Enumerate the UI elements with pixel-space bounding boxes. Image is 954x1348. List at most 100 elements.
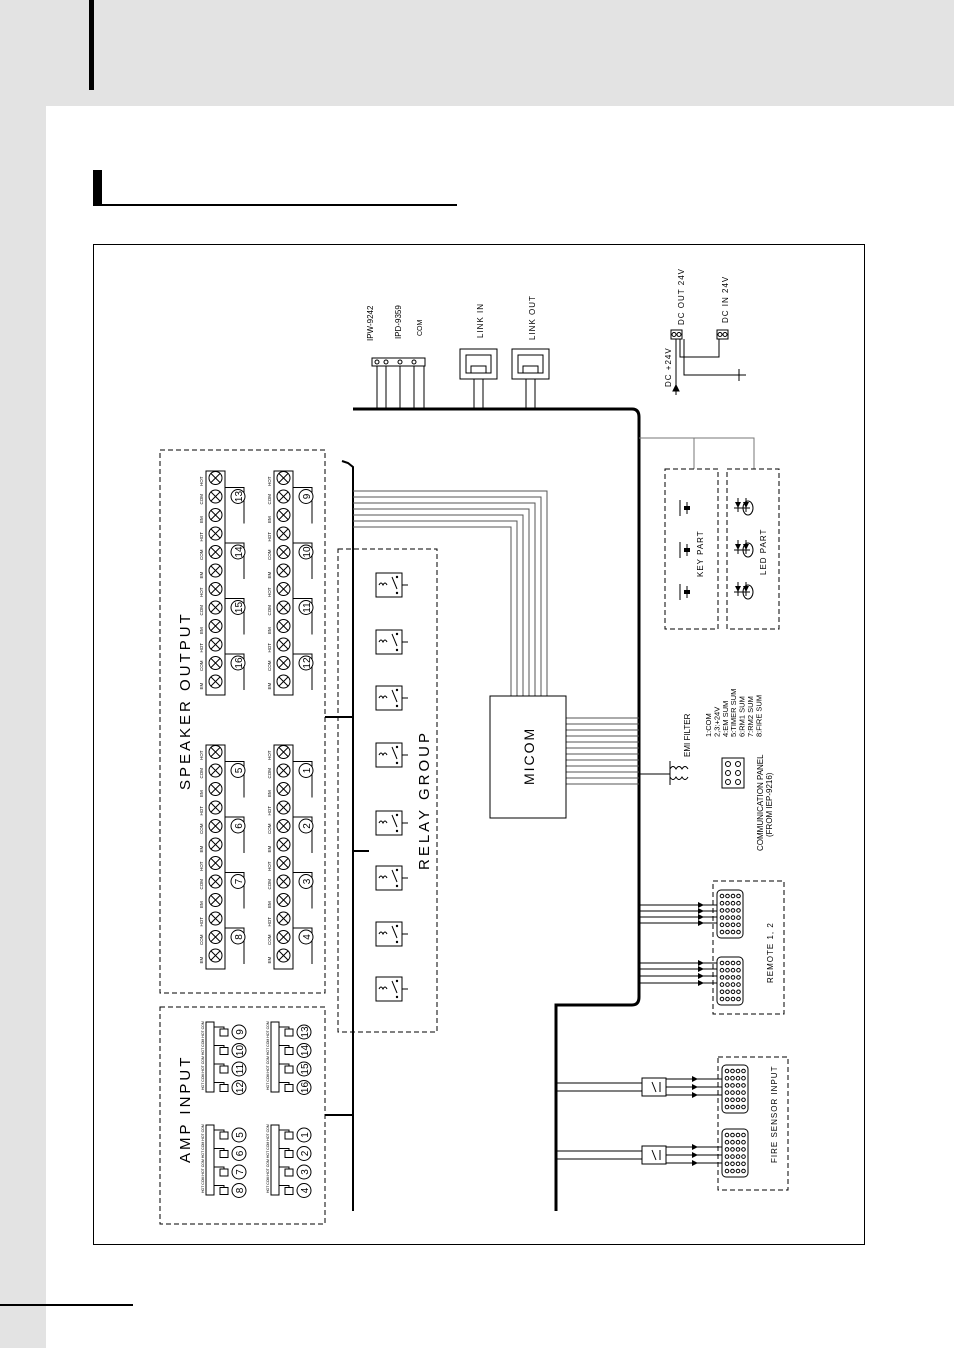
amp-channel-tab: [219, 1065, 229, 1074]
amp-channel-tab: [284, 1150, 294, 1158]
micom-bus-line: [353, 520, 518, 696]
speaker-screw-terminal: [276, 637, 291, 652]
speaker-channel-bracket: [293, 872, 313, 909]
speaker-channel-number: 8: [234, 934, 245, 940]
speaker-screw-terminal: [208, 508, 223, 522]
speaker-screw-terminal: [208, 471, 223, 485]
speaker-screw-terminal: [208, 856, 223, 870]
speaker-terminal-label: EM: [199, 845, 204, 852]
amp-channel-circle: [296, 1146, 312, 1161]
remote-signal-diode: [698, 902, 704, 908]
amp-channel-number: 16: [300, 1082, 311, 1094]
speaker-screw-terminal: [276, 782, 291, 796]
speaker-channel-circle: [230, 544, 246, 560]
link-in-label: LINK IN: [476, 303, 485, 338]
speaker-screw-terminal: [276, 471, 291, 485]
speaker-screw-terminal: [276, 563, 291, 578]
speaker-channel-bracket: [225, 653, 245, 690]
speaker-channel-circle: [298, 763, 314, 778]
dc-plus-24v-label: DC +24V: [664, 347, 673, 387]
led-indicators: [734, 498, 754, 600]
amp-channel-number: 2: [300, 1150, 311, 1156]
speaker-channel-bracket: [225, 598, 245, 635]
amp-channel-circle: [231, 1024, 247, 1040]
amp-channel-tab: [284, 1168, 294, 1177]
speaker-screw-terminal: [276, 656, 291, 670]
speaker-terminal-label: HOT: [267, 532, 272, 542]
speaker-terminal-label: EM: [199, 627, 204, 634]
fire-sensor-diode: [692, 1160, 698, 1166]
speaker-channel-circle: [230, 818, 246, 834]
speaker-screw-terminal: [276, 930, 291, 944]
amp-channel-circle: [296, 1183, 312, 1198]
amp-channel-number: 7: [235, 1169, 246, 1175]
speaker-screw-terminal: [276, 763, 291, 778]
speaker-screw-terminal: [276, 800, 291, 815]
speaker-screw-terminal: [208, 674, 223, 689]
speaker-terminal-label: COM: [267, 934, 272, 945]
power-section: [670, 329, 746, 395]
micom-label: MICOM: [521, 727, 537, 785]
speaker-terminal-label: EM: [267, 516, 272, 523]
speaker-channel-number: 1: [302, 767, 313, 773]
amp-channel-number: 4: [300, 1187, 311, 1193]
speaker-screw-terminal: [276, 508, 291, 522]
speaker-screw-terminal: [276, 893, 291, 907]
relay-group-title: RELAY GROUP: [416, 730, 433, 870]
speaker-channel-number: 10: [302, 546, 313, 558]
speaker-channel-circle: [298, 489, 314, 504]
fire-sensor-diode: [692, 1076, 698, 1082]
emi-filter: [669, 761, 689, 785]
speaker-terminal-label: COM: [199, 494, 204, 505]
micom-bus-line: [353, 490, 548, 696]
speaker-channel-circle: [230, 929, 246, 945]
speaker-screw-terminal: [208, 637, 223, 652]
speaker-channel-bracket: [293, 653, 313, 690]
led-diode-icon: [734, 582, 742, 596]
speaker-terminal-label: EM: [267, 627, 272, 634]
speaker-channel-number: 15: [234, 602, 245, 614]
remote-signal-diode: [698, 920, 704, 926]
amp-channel-tab: [219, 1028, 229, 1037]
speaker-terminal-label: EM: [267, 901, 272, 908]
main-trunk: [341, 407, 641, 1211]
amp-channel-tab: [219, 1047, 229, 1055]
wiring-diagram: SPEAKER OUTPUT HOTCOMEMHOTCOMEMHOTCOMEMH…: [159, 268, 789, 1225]
speaker-channel-number: 14: [234, 546, 245, 558]
speaker-screw-terminal: [276, 837, 291, 852]
remote-1-connector: [716, 889, 744, 939]
amp-terminal-label: HOT COM HOT COM HOT COM HOT COM: [201, 1124, 205, 1193]
relay-switch: [375, 976, 408, 1002]
speaker-terminal-label: COM: [199, 549, 204, 560]
speaker-terminal-label: EM: [199, 901, 204, 908]
speaker-channel-number: 9: [302, 493, 313, 499]
speaker-output-group: SPEAKER OUTPUT HOTCOMEMHOTCOMEMHOTCOMEMH…: [159, 449, 326, 994]
amp-channel-circle: [296, 1080, 312, 1095]
speaker-screw-terminal: [276, 745, 291, 759]
header-accent-bar: [89, 0, 94, 90]
speaker-screw-terminal: [208, 763, 223, 778]
key-switch-icon: [679, 500, 690, 516]
speaker-terminal-label: EM: [267, 571, 272, 578]
speaker-terminal-label: COM: [199, 768, 204, 779]
speaker-channel-bracket: [225, 487, 245, 524]
amp-terminal-strip: [270, 1124, 280, 1196]
micom-block: MICOM: [489, 695, 567, 819]
speaker-terminal-label: HOT: [267, 643, 272, 653]
link-out-label: LINK OUT: [528, 295, 537, 340]
speaker-terminal-label: HOT: [267, 750, 272, 760]
amp-channel-number: 5: [235, 1132, 246, 1138]
speaker-channel-circle: [298, 600, 314, 615]
relay-switch: [375, 810, 408, 836]
amp-terminal-strip: [205, 1124, 215, 1196]
speaker-screw-terminal: [208, 656, 223, 670]
speaker-screw-terminal: [276, 600, 291, 615]
amp-channel-circle: [231, 1164, 247, 1180]
communication-panel-title: COMMUNICATION PANEL: [756, 754, 765, 851]
ipw-9242-label: IPW-9242: [366, 305, 375, 341]
amp-channel-number: 8: [235, 1187, 246, 1193]
speaker-screw-terminal: [208, 745, 223, 759]
speaker-terminal-label: COM: [267, 605, 272, 616]
amp-channel-tab: [284, 1028, 294, 1037]
speaker-channel-bracket: [293, 487, 313, 524]
